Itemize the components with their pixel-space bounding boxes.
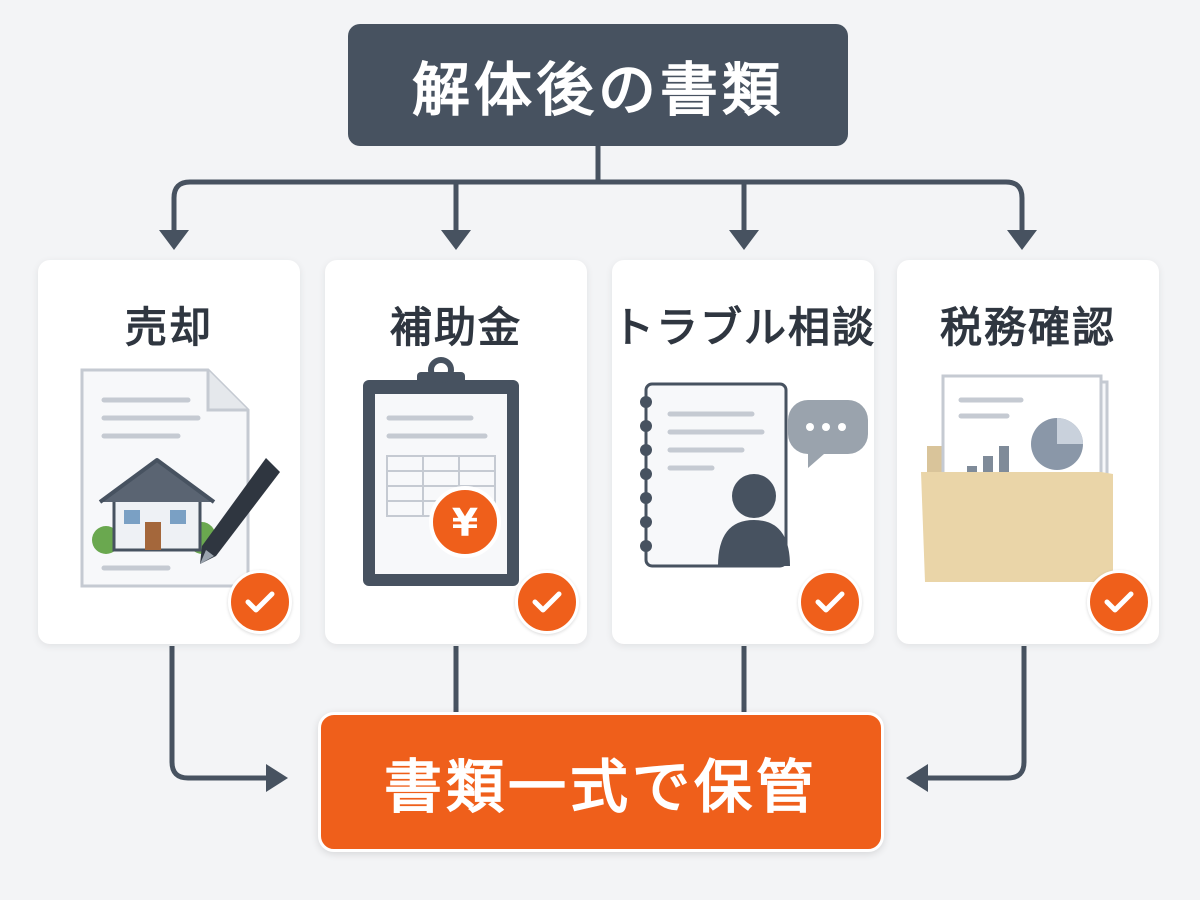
arrow-into-result-left (266, 764, 288, 792)
checkmark-icon (1104, 591, 1134, 613)
tax-folder-chart-icon (921, 374, 1113, 582)
consultation-notebook-icon (640, 382, 868, 568)
connector-branch-bar (190, 179, 1025, 232)
card-trouble-consultation: トラブル相談 (612, 260, 874, 644)
connector-card1-out (169, 646, 268, 781)
card-trouble-title: トラブル相談 (612, 303, 877, 352)
card-subsidy: 補助金 ¥ (325, 260, 587, 644)
connector-branch-left (171, 179, 191, 232)
diagram-title: 解体後の書類 (348, 24, 848, 146)
connector-card4-out (926, 646, 1027, 781)
diagram-title-text: 解体後の書類 (411, 56, 784, 124)
checkmark-icon (245, 591, 275, 613)
card-sale: 売却 (38, 260, 300, 644)
result-text: 書類一式で保管 (383, 753, 818, 821)
card-subsidy-title: 補助金 (389, 303, 522, 352)
arrow-into-result-right (906, 764, 928, 792)
card-tax-title: 税務確認 (939, 303, 1116, 352)
arrow-to-card-2 (441, 230, 471, 250)
check-tax (1087, 570, 1151, 634)
arrow-to-card-3 (729, 230, 759, 250)
svg-text:¥: ¥ (452, 501, 478, 545)
arrow-to-card-4 (1007, 230, 1037, 250)
clipboard-yen-icon: ¥ (363, 357, 519, 586)
arrow-to-card-1 (159, 230, 189, 250)
card-sale-title: 売却 (124, 303, 213, 352)
house-contract-icon (80, 368, 280, 588)
card-tax-check: 税務確認 (897, 260, 1159, 644)
check-trouble (798, 570, 862, 634)
checkmark-icon (532, 591, 562, 613)
check-sale (228, 570, 292, 634)
result-box: 書類一式で保管 (318, 712, 884, 852)
check-subsidy (515, 570, 579, 634)
checkmark-icon (815, 591, 845, 613)
